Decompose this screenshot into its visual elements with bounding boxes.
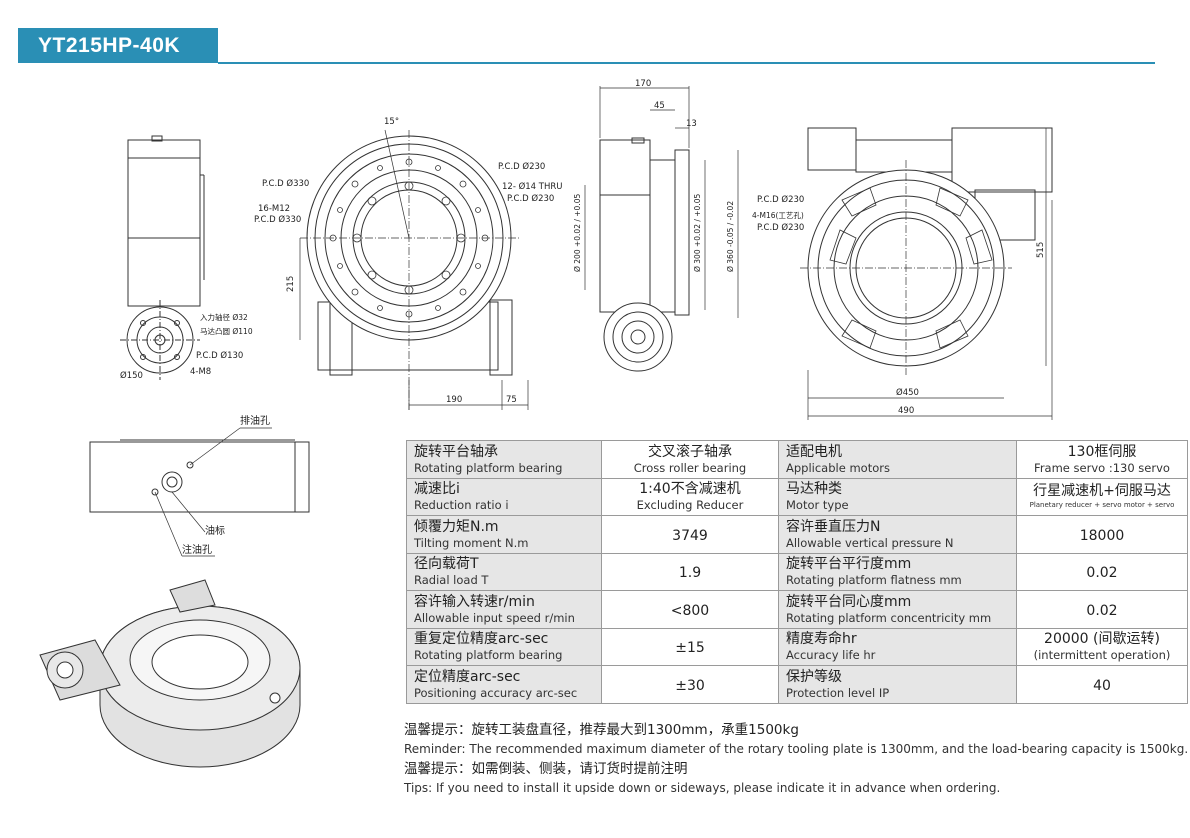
top-plan-view: [800, 127, 1053, 420]
top-pcd-230-label: P.C.D Ø230: [757, 194, 804, 205]
notes: 温馨提示：旋转工装盘直径，推荐最大到1300mm，承重1500kg Remind…: [404, 720, 1189, 798]
front-plan-view: [299, 129, 529, 410]
top-height-515: 515: [1036, 242, 1046, 258]
motor-4m8-label: 4-M8: [190, 367, 211, 377]
side-dim-170: 170: [635, 79, 651, 89]
isometric-view: [39, 579, 301, 768]
front-width-190: 190: [446, 395, 462, 405]
angle-label: 15°: [384, 117, 399, 127]
oil-drain-label: 排油孔: [240, 414, 270, 427]
section-side-view: [584, 86, 739, 372]
spec-value: <800: [601, 590, 779, 629]
motor-d150-label: Ø150: [120, 370, 143, 381]
motor-boss-label: 马达凸圆 Ø110: [200, 326, 253, 336]
front-height-215: 215: [286, 276, 296, 292]
spec-value: ±30: [601, 665, 779, 704]
front-pcd-230-label: P.C.D Ø230: [498, 161, 545, 172]
title-bar: [18, 28, 218, 63]
spec-value: 18000: [1016, 515, 1188, 554]
spec-value: 3749: [601, 515, 779, 554]
side-dim-45: 45: [654, 101, 665, 111]
spec-value: ±15: [601, 627, 779, 666]
oil-port-view: [89, 427, 310, 557]
top-4m16-label: 4-M16(工艺孔): [752, 211, 804, 220]
top-width-490: 490: [898, 406, 914, 416]
note-en-1: Reminder: The recommended maximum diamet…: [404, 742, 1189, 756]
top-d450: Ø450: [896, 387, 919, 398]
spec-value: 20000 (间歇运转)(intermittent operation): [1016, 627, 1188, 666]
side-dim-13: 13: [686, 119, 697, 129]
title-underline: [218, 62, 1155, 64]
front-16m12-label: 16-M12: [258, 204, 290, 214]
front-pcd-330b-label: P.C.D Ø330: [254, 214, 301, 225]
side-dim-d360: Ø 360 -0.05 / -0.02: [726, 201, 735, 272]
front-pcd-230b-label: P.C.D Ø230: [507, 193, 554, 204]
front-width-75: 75: [506, 395, 517, 405]
front-pcd-330-label: P.C.D Ø330: [262, 178, 309, 189]
side-dim-d200: Ø 200 +0.02 / +0.05: [573, 194, 582, 272]
motor-shaft-label: 入力轴径 Ø32: [200, 312, 248, 322]
page-title: YT215HP-40K: [38, 34, 181, 57]
spec-value: 0.02: [1016, 552, 1188, 591]
motor-pcd-130-label: P.C.D Ø130: [196, 350, 243, 361]
note-zh-2: 温馨提示：如需倒装、侧装，请订货时提前注明: [404, 761, 688, 777]
side-elevation-view: [120, 135, 205, 380]
oil-gauge-label: 油标: [205, 524, 225, 537]
front-12-14-label: 12- Ø14 THRU: [502, 181, 563, 192]
top-pcd-230b-label: P.C.D Ø230: [757, 222, 804, 233]
note-zh-1: 温馨提示：旋转工装盘直径，推荐最大到1300mm，承重1500kg: [404, 722, 799, 738]
spec-value: 40: [1016, 665, 1188, 704]
side-dim-d300: Ø 300 +0.02 / +0.05: [693, 194, 702, 272]
oil-fill-label: 注油孔: [182, 543, 212, 556]
note-en-2: Tips: If you need to install it upside d…: [404, 781, 1001, 795]
spec-value: 1.9: [601, 552, 779, 591]
spec-value: 0.02: [1016, 590, 1188, 629]
